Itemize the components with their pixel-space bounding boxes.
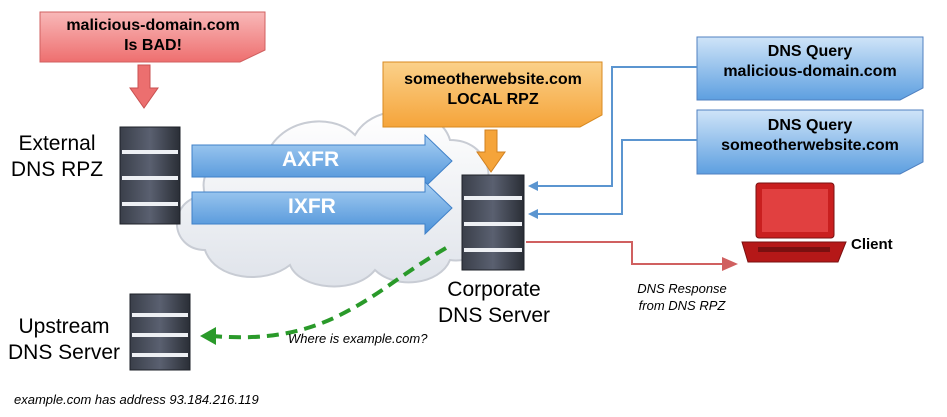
query2-callout-shape [696,109,924,175]
corporate-line1: Corporate [447,278,541,301]
dns-response-line1: DNS Response [637,281,727,296]
query2-callout: DNS Query someotherwebsite.com [699,116,921,156]
dns-response-line2: from DNS RPZ [638,298,726,313]
where-query-note: Where is example.com? [288,331,428,346]
bad-domain-text: malicious-domain.com [66,17,240,34]
query-connector-lines [530,66,697,215]
external-line1: External [18,132,96,155]
bad-domain-status: Is BAD! [124,37,182,54]
corporate-server-icon [461,174,525,271]
client-computer-icon [741,182,847,263]
query2-domain: someotherwebsite.com [721,137,899,154]
bad-domain-callout: malicious-domain.com Is BAD! [42,16,264,56]
down-arrow-orange-icon [476,129,506,173]
query1-title: DNS Query [767,43,853,60]
upstream-server-icon [129,293,191,371]
query-arrowheads-icon [528,181,538,219]
external-server-label: External DNS RPZ [2,131,112,183]
down-arrow-red-icon [129,64,159,109]
corporate-line2: DNS Server [437,304,551,327]
query1-domain: malicious-domain.com [723,63,897,80]
axfr-arrow-shape [191,133,453,189]
query1-callout-shape [696,36,924,101]
local-rpz-callout-shape [382,61,603,128]
external-line2: DNS RPZ [10,158,104,181]
dns-response-note: DNS Response from DNS RPZ [612,280,752,314]
upstream-server-label: Upstream DNS Server [2,314,126,366]
local-rpz-domain: someotherwebsite.com [404,71,582,88]
ixfr-arrow-shape [191,180,453,236]
upstream-line1: Upstream [18,315,110,338]
query2-title: DNS Query [767,117,853,134]
axfr-label: AXFR [282,148,340,171]
response-arrow [526,241,738,271]
upstream-line2: DNS Server [7,341,121,364]
client-label: Client [851,236,893,253]
ixfr-label: IXFR [288,195,336,218]
local-rpz-label: LOCAL RPZ [447,91,539,108]
external-server-icon [119,126,181,225]
local-rpz-callout: someotherwebsite.com LOCAL RPZ [385,70,601,110]
address-answer-note: example.com has address 93.184.216.119 [14,392,259,407]
bad-domain-callout-shape [39,11,266,63]
upstream-query-path [200,246,448,345]
query1-callout: DNS Query malicious-domain.com [699,42,921,82]
corporate-server-label: Corporate DNS Server [432,277,556,329]
